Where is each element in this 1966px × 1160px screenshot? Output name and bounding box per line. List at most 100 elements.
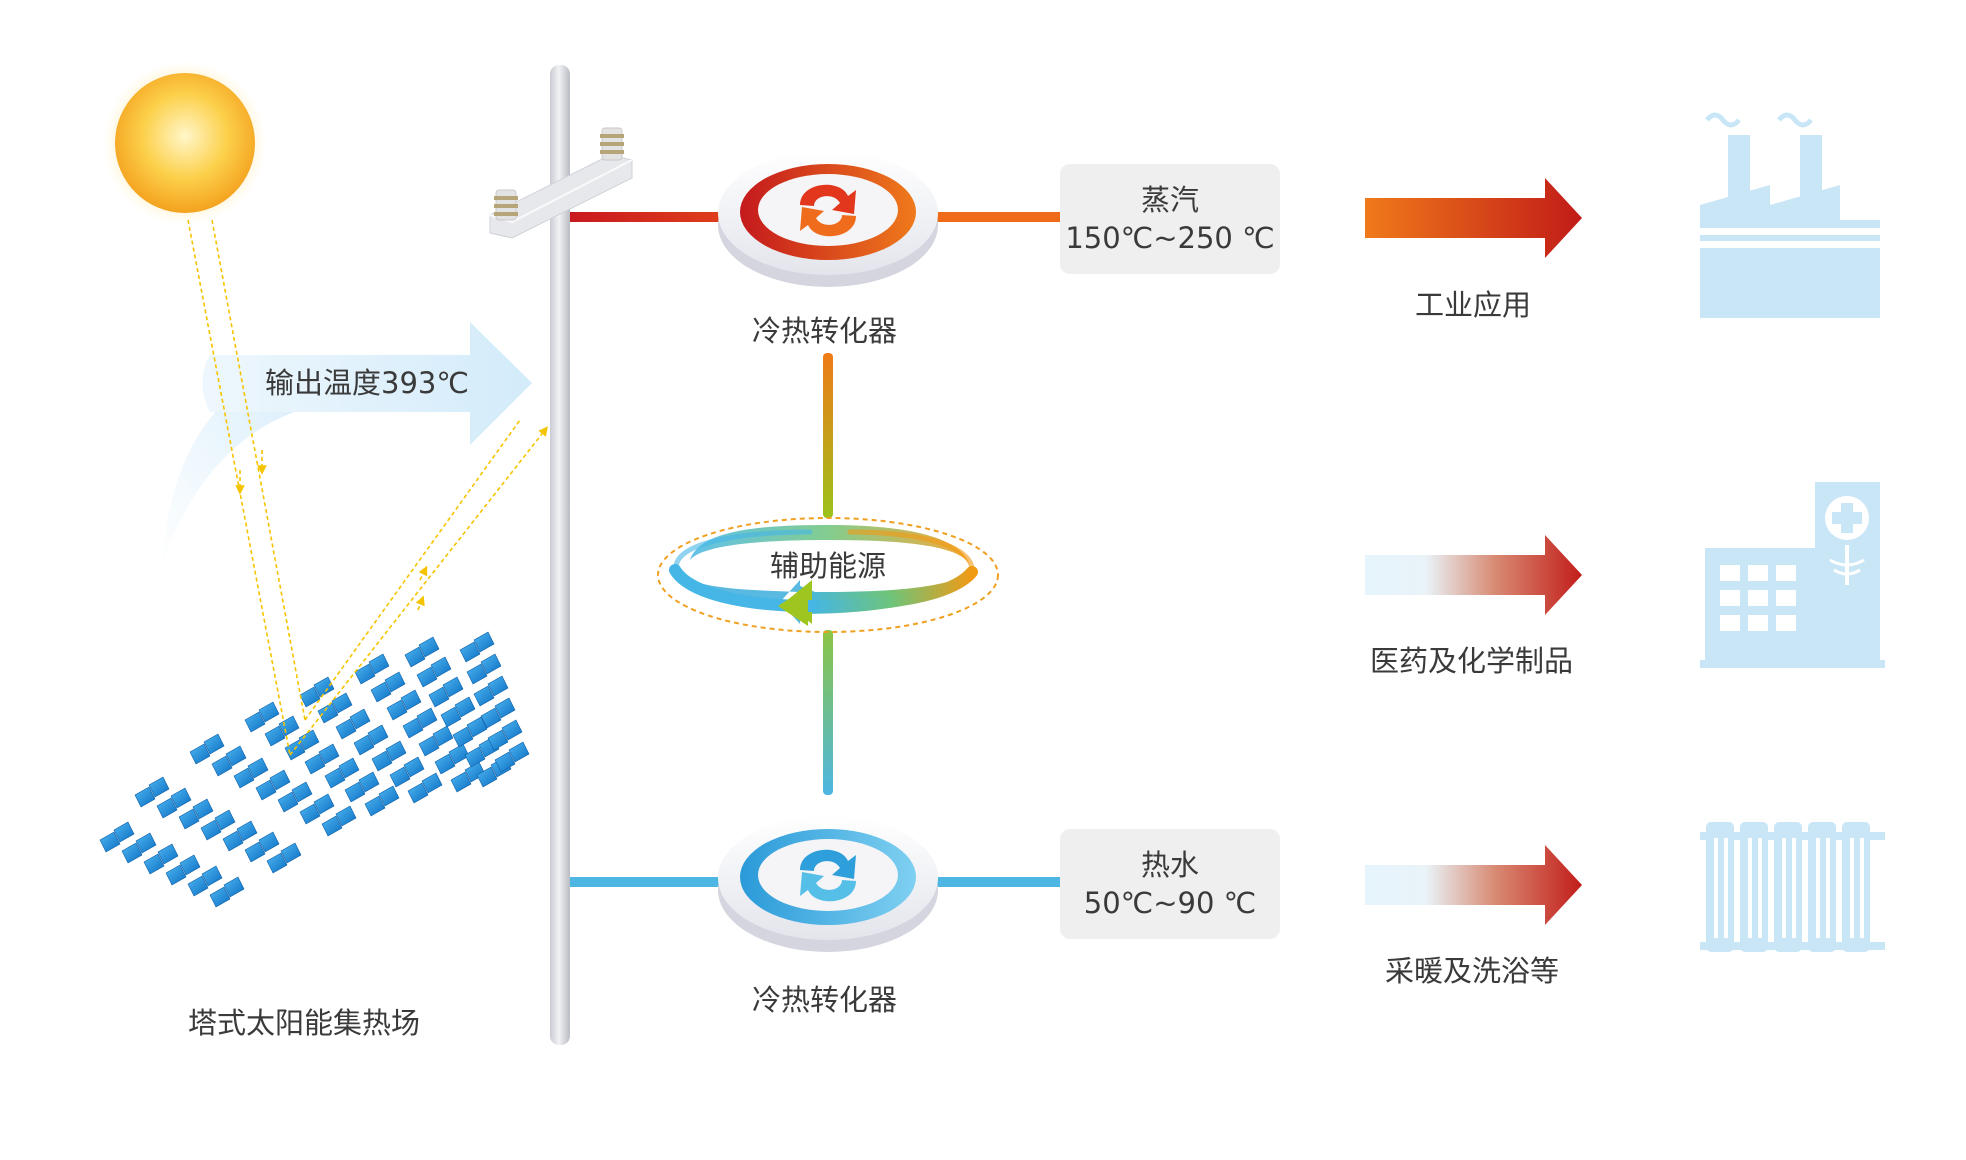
heliostat-mirror [178,808,200,830]
heliostat-mirror [466,663,488,685]
heliostat-mirror [466,716,488,738]
heliostat-mirror [264,725,286,747]
heliostat-mirror [143,853,165,875]
vertical-connector [823,353,833,795]
insulator-left-icon [494,189,518,221]
heliostat-mirror [494,697,516,719]
steam-title: 蒸汽 [1140,183,1199,217]
heliostat-mirror [278,715,300,737]
heliostat-mirror [192,798,214,820]
heliostat-mirror [354,663,376,685]
heliostat-mirror [113,821,135,843]
heliostat-mirror [384,671,406,693]
hot-pipe [570,212,1060,222]
hospital-icon [1700,482,1885,668]
heliostat-mirror [318,743,340,765]
converter-bottom-label: 冷热转化器 [752,983,898,1017]
arrow-heating [1365,845,1582,925]
water-box: 热水 50℃~90 ℃ [1060,829,1280,939]
heliostat-mirror [121,842,143,864]
heliostat-mirror [386,699,408,721]
heliostat-mirror [404,646,426,668]
heliostat-mirror [421,772,443,794]
heliostat-mirror [335,718,357,740]
heliostat-mirror [331,692,353,714]
heliostat-mirror [501,719,523,741]
sun-icon [103,61,267,225]
heliostat-mirror [440,706,462,728]
field-label: 塔式太阳能集热场 [188,1006,421,1040]
heliostat-mirror [459,641,481,663]
water-title: 热水 [1140,848,1199,882]
heliostat-mirror [135,832,157,854]
application-label-industrial: 工业应用 [1415,288,1532,322]
arrow-medical [1365,535,1582,615]
heliostat-mirror [487,675,509,697]
auxiliary-label: 辅助能源 [770,549,887,583]
heliostat-mirror [269,769,291,791]
heliostat-mirror [225,745,247,767]
heliostat-mirror [317,702,339,724]
heliostat-mirror [353,734,375,756]
heliostat-mirror [148,776,170,798]
heliostat-mirror [313,793,335,815]
heliostat-mirror [321,815,343,837]
heliostat-mirror [480,653,502,675]
heliostat-mirror [364,795,386,817]
heliostat-mirror [209,886,231,908]
insulator-right-icon [600,127,624,161]
auxiliary-energy-cycle [657,517,999,633]
heliostat-mirror [450,771,472,793]
heliostat-mirror [313,676,335,698]
heliostat-mirror [416,707,438,729]
radiator-icon [1700,822,1885,952]
heliostat-mirror [464,746,486,768]
steam-range: 150℃~250 ℃ [1065,221,1275,255]
heliostat-mirror [291,781,313,803]
heliostat-mirror [416,666,438,688]
heliostat-mirror [236,820,258,842]
heliostat-mirror [280,842,302,864]
heliostat-mirror [430,656,452,678]
heliostat-mirror [432,725,454,747]
heliostat-mirror [508,741,530,763]
heliostat-mirror [418,735,440,757]
heliostat-mirror [389,766,411,788]
convert-cycle-cold-icon [800,849,856,902]
output-temp-label: 输出温度393℃ [265,366,469,400]
heliostat-mirror [349,708,371,730]
heliostat-mirror [134,786,156,808]
application-label-medical: 医药及化学制品 [1370,644,1574,678]
heliostat-mirror [434,753,456,775]
heliostat-mirror [266,852,288,874]
converter-bottom [718,816,938,952]
heliostat-mirror [214,809,236,831]
heliostat-mirror [367,724,389,746]
heliostat-mirror [201,865,223,887]
heliostat-mirror [428,686,450,708]
convert-cycle-hot-icon [800,184,856,237]
solar-tower [489,65,633,1045]
heliostat-mirror [454,696,476,718]
heliostat-mirror [156,797,178,819]
heliostat-mirror [244,711,266,733]
heliostat-mirror [368,653,390,675]
cold-pipe [570,877,1060,887]
heliostat-mirror [244,841,266,863]
sun-rays [187,219,548,756]
heliostat-mirror [165,864,187,886]
heliostat-mirror [407,782,429,804]
heliostat-mirror [187,875,209,897]
heliostat-mirror [170,787,192,809]
output-temp-arrow [160,322,532,570]
heliostat-mirror [402,717,424,739]
heliostat-mirror [378,785,400,807]
heliostat-mirror [338,757,360,779]
heliostat-mirror [473,631,495,653]
heliostat-mirror [157,843,179,865]
arrow-industrial [1365,178,1582,258]
heliostat-mirror [452,726,474,748]
factory-icon [1700,112,1880,318]
heliostat-mirror [403,756,425,778]
